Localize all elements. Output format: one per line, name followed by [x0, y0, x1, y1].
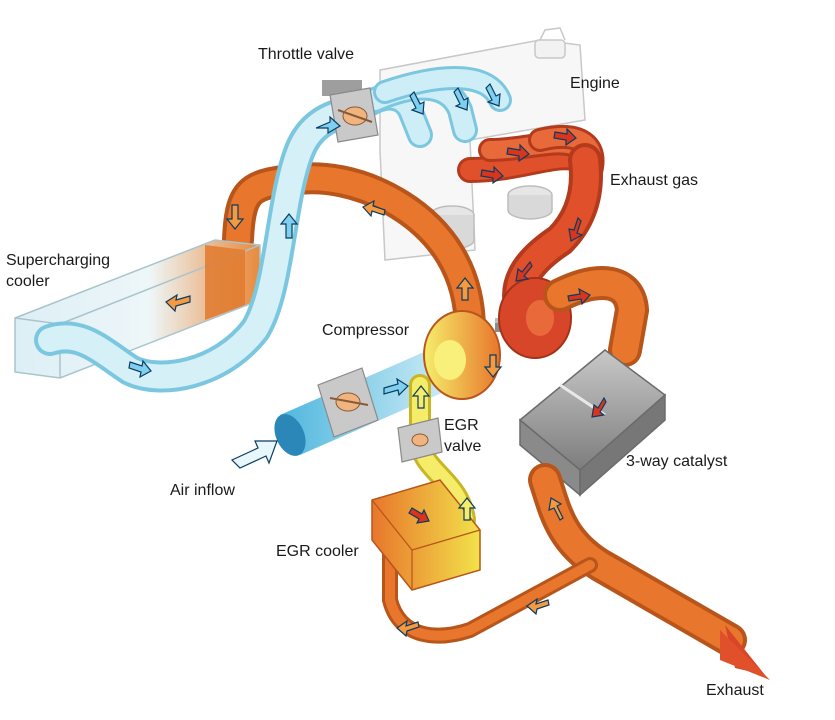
- exhaust-pipe: [528, 463, 747, 657]
- air-inflow-arrow-icon: [230, 440, 278, 469]
- compressor: [423, 310, 501, 400]
- cooled-air-pipe: [34, 96, 366, 393]
- label-three-way-catalyst: 3-way catalyst: [626, 453, 728, 470]
- three-way-catalyst: [518, 349, 667, 497]
- label-egr-valve-line1: EGR: [444, 417, 479, 434]
- yellow-arrow-icon: [411, 385, 477, 521]
- intake-throttle-valve: [317, 367, 379, 438]
- egr-valve: [397, 417, 443, 463]
- label-air-inflow: Air inflow: [170, 482, 235, 499]
- label-exhaust: Exhaust: [706, 682, 764, 699]
- exhaust-outlet: [720, 625, 770, 680]
- label-egr-cooler: EGR cooler: [276, 543, 359, 560]
- blue-arrow-icon: [128, 82, 501, 397]
- orange-arrow-icon: [165, 199, 564, 638]
- label-throttle-valve: Throttle valve: [258, 46, 355, 63]
- label-compressor: Compressor: [322, 322, 410, 339]
- label-supercharging-cooler-line2: cooler: [6, 273, 50, 290]
- egr-return-pipe: [382, 532, 598, 644]
- flow-arrows: [128, 82, 607, 638]
- charged-air-pipe: [222, 162, 486, 346]
- turbine-outlet-pipe: [543, 266, 650, 367]
- red-arrow-icon: [408, 127, 607, 524]
- label-engine: Engine: [570, 75, 620, 92]
- throttle-valve: [322, 80, 379, 143]
- label-exhaust-gas: Exhaust gas: [610, 172, 699, 189]
- egr-cooler: [371, 479, 481, 591]
- label-egr-valve-line2: valve: [444, 438, 482, 455]
- label-supercharging-cooler-line1: Supercharging: [6, 252, 111, 269]
